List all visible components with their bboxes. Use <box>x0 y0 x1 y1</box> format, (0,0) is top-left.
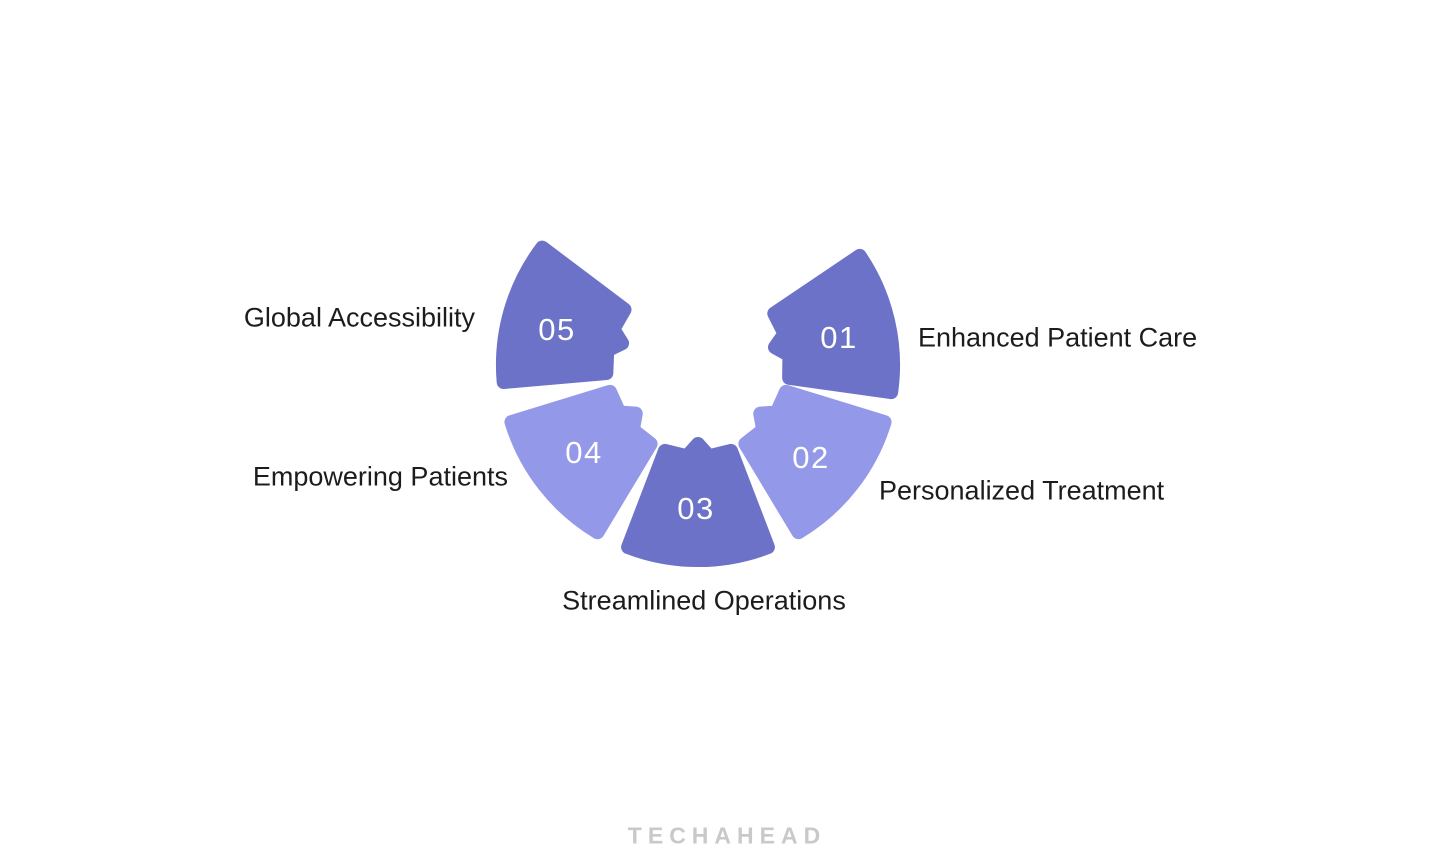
wedge-01-label: Enhanced Patient Care <box>918 322 1198 353</box>
wedge-04-number: 04 <box>565 435 603 470</box>
techahead-watermark-logo: TECHAHEAD <box>627 822 827 849</box>
wedge-05-shape <box>496 240 632 389</box>
wedge-02-shape <box>738 384 892 540</box>
wedge-03-shape <box>621 437 775 567</box>
wedge-01-shape <box>767 248 900 400</box>
wedge-04-label: Empowering Patients <box>252 461 508 492</box>
wedge-05-number: 05 <box>538 312 576 347</box>
wedge-02-label: Personalized Treatment <box>879 475 1165 506</box>
wedge-03-label: Streamlined Operations <box>562 585 846 616</box>
wedge-01-number: 01 <box>820 320 858 355</box>
wedge-02-number: 02 <box>792 440 830 475</box>
wedge-03-number: 03 <box>677 491 715 526</box>
wedge-04-shape <box>504 384 658 540</box>
wedge-05-label: Global Accessibility <box>243 302 475 333</box>
